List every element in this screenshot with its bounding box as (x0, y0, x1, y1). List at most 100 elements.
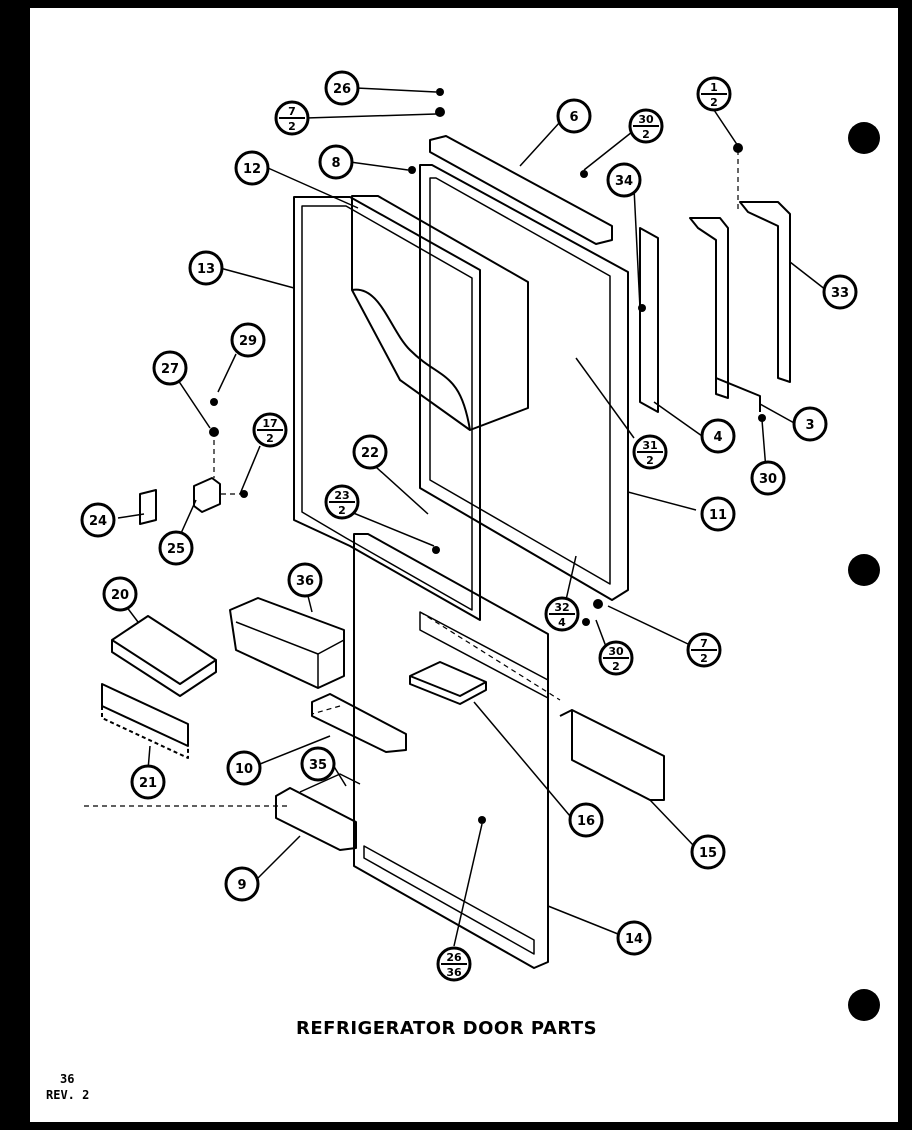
callout-number: 13 (197, 262, 215, 277)
callout-c25: 25 (158, 530, 194, 566)
callout-c26a: 26 (324, 70, 360, 106)
callout-number: 7 (700, 637, 708, 650)
callout-number: 34 (615, 174, 633, 189)
binder-hole-top (848, 122, 880, 154)
left-hinge-part (139, 477, 221, 525)
callout-number: 27 (161, 362, 179, 377)
callout-circle (230, 322, 266, 358)
callout-number: 11 (709, 508, 727, 523)
callout-c31_2: 312 (632, 434, 668, 470)
callout-number: 25 (167, 542, 185, 557)
callout-c34: 34 (606, 162, 642, 198)
door-stop-part (639, 227, 659, 413)
callout-number: 1 (710, 81, 718, 94)
callout-circle (152, 350, 188, 386)
callout-quantity: 2 (642, 128, 650, 141)
callout-circle (352, 434, 388, 470)
egg-tray-part (409, 661, 487, 705)
callout-number: 4 (713, 430, 722, 445)
dairy-compartment-part (101, 683, 189, 759)
inner-door-liner-part (353, 533, 549, 969)
callout-c36: 36 (287, 562, 323, 598)
callout-number: 33 (831, 286, 849, 301)
callout-number: 31 (642, 439, 657, 452)
binder-hole-bottom (848, 989, 880, 1021)
callout-circle (606, 162, 642, 198)
callout-quantity: 2 (646, 454, 654, 467)
callout-circle (750, 460, 786, 496)
callout-quantity: 36 (446, 966, 462, 979)
callout-circle (80, 502, 116, 538)
callout-c7_2b: 72 (686, 632, 722, 668)
callout-c15: 15 (690, 834, 726, 870)
insulation-panel-part (351, 195, 529, 431)
callout-number: 22 (361, 446, 379, 461)
callout-c27: 27 (152, 350, 188, 386)
callout-circle (130, 764, 166, 800)
callout-c17_2: 172 (252, 412, 288, 448)
callout-number: 32 (554, 601, 569, 614)
callout-number: 36 (296, 574, 314, 589)
callout-number: 20 (111, 588, 129, 603)
callout-number: 30 (759, 472, 777, 487)
door-bin-part (275, 773, 361, 851)
callout-number: 7 (288, 105, 296, 118)
top-cap-part (429, 135, 613, 245)
callout-number: 17 (262, 417, 277, 430)
callout-circle (792, 406, 828, 442)
callout-circle (690, 834, 726, 870)
callout-circle (324, 70, 360, 106)
callout-c3: 3 (792, 406, 828, 442)
callout-circle (300, 746, 336, 782)
callout-c30b: 30 (750, 460, 786, 496)
callout-c20: 20 (102, 576, 138, 612)
callout-c22: 22 (352, 434, 388, 470)
callout-circle (287, 562, 323, 598)
callout-circle (556, 98, 592, 134)
callout-number: 6 (569, 110, 578, 125)
callout-number: 21 (139, 776, 157, 791)
callout-quantity: 2 (700, 652, 708, 665)
callout-number: 26 (333, 82, 351, 97)
callout-circle (188, 250, 224, 286)
callout-number: 16 (577, 814, 595, 829)
callout-circle (700, 496, 736, 532)
callout-circle (224, 866, 260, 902)
callout-number: 8 (331, 156, 340, 171)
shelf-rail-part (559, 709, 665, 801)
callout-c1_2: 12 (696, 76, 732, 112)
callout-c16: 16 (568, 802, 604, 838)
callout-c6: 6 (556, 98, 592, 134)
callout-circle (822, 274, 858, 310)
callout-c23_2: 232 (324, 484, 360, 520)
door-gasket-part (293, 196, 481, 621)
callout-c14: 14 (616, 920, 652, 956)
callout-circle (158, 530, 194, 566)
outer-door-frame-part (419, 164, 629, 601)
callout-quantity: 4 (558, 616, 566, 629)
callout-c29: 29 (230, 322, 266, 358)
callout-c30_2b: 302 (598, 640, 634, 676)
butter-dish-part (229, 597, 345, 689)
callout-number: 12 (243, 162, 261, 177)
callout-c9: 9 (224, 866, 260, 902)
callout-number: 24 (89, 514, 107, 529)
callout-c35: 35 (300, 746, 336, 782)
callout-c7_2a: 72 (274, 100, 310, 136)
callout-circle (568, 802, 604, 838)
callout-c13: 13 (188, 250, 224, 286)
callout-c30_2a: 302 (628, 108, 664, 144)
callout-quantity: 2 (710, 96, 718, 109)
callout-c21: 21 (130, 764, 166, 800)
door-shelf-bar-part (311, 693, 407, 753)
callout-c32_4: 324 (544, 596, 580, 632)
callout-number: 15 (699, 846, 717, 861)
callout-number: 9 (237, 878, 246, 893)
callout-circle (234, 150, 270, 186)
callout-circle (616, 920, 652, 956)
hinge-bracket-part (689, 201, 791, 412)
dairy-lid-part (111, 615, 217, 697)
callout-number: 3 (805, 418, 814, 433)
